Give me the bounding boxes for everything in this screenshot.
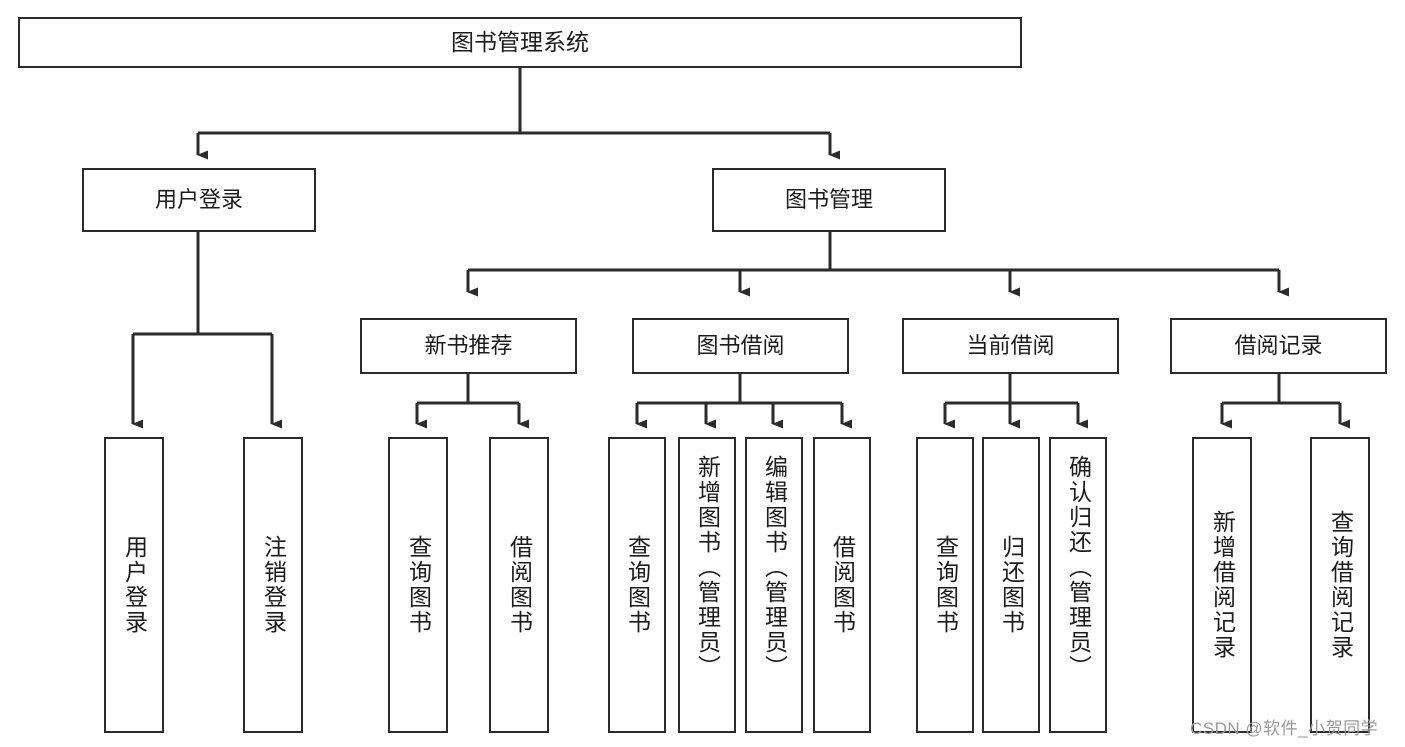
node-current-borrow[interactable]: 当前借阅 — [902, 318, 1119, 374]
node-book-management-label: 图书管理 — [784, 187, 873, 213]
node-leaf-add-record-label: 新增借阅记录 — [1209, 510, 1236, 660]
node-borrow-record-label: 借阅记录 — [1234, 333, 1323, 359]
node-leaf-confirm-return[interactable]: 确认归还（管理员） — [1049, 437, 1107, 733]
node-new-book-recommend-label: 新书推荐 — [424, 333, 513, 359]
node-leaf-edit-book[interactable]: 编辑图书（管理员） — [745, 437, 803, 733]
node-current-borrow-label: 当前借阅 — [966, 333, 1055, 359]
node-leaf-query-book-3-label: 查询图书 — [932, 535, 959, 635]
node-leaf-query-book-2[interactable]: 查询图书 — [608, 437, 666, 733]
node-user-login[interactable]: 用户登录 — [82, 168, 316, 232]
node-leaf-borrow-book-1[interactable]: 借阅图书 — [489, 437, 549, 733]
node-leaf-user-login-label: 用户登录 — [121, 535, 148, 635]
node-new-book-recommend[interactable]: 新书推荐 — [360, 318, 577, 374]
node-root[interactable]: 图书管理系统 — [18, 17, 1022, 68]
node-leaf-query-record-label: 查询借阅记录 — [1327, 510, 1354, 660]
node-leaf-query-book-1[interactable]: 查询图书 — [388, 437, 448, 733]
node-book-borrow-label: 图书借阅 — [696, 333, 785, 359]
node-leaf-query-record[interactable]: 查询借阅记录 — [1310, 437, 1370, 733]
node-leaf-add-book[interactable]: 新增图书（管理员） — [678, 437, 736, 733]
node-leaf-borrow-book-1-label: 借阅图书 — [506, 535, 533, 635]
node-leaf-add-record[interactable]: 新增借阅记录 — [1192, 437, 1252, 733]
node-leaf-borrow-book-2-label: 借阅图书 — [829, 535, 856, 635]
node-user-login-label: 用户登录 — [154, 187, 243, 213]
node-leaf-borrow-book-2[interactable]: 借阅图书 — [813, 437, 871, 733]
node-leaf-query-book-1-label: 查询图书 — [405, 535, 432, 635]
node-leaf-edit-book-label: 编辑图书（管理员） — [761, 455, 788, 680]
node-book-management[interactable]: 图书管理 — [712, 168, 946, 232]
node-leaf-logout-login[interactable]: 注销登录 — [243, 437, 303, 733]
node-book-borrow[interactable]: 图书借阅 — [632, 318, 849, 374]
node-leaf-confirm-return-label: 确认归还（管理员） — [1065, 455, 1092, 680]
node-borrow-record[interactable]: 借阅记录 — [1170, 318, 1387, 374]
node-root-label: 图书管理系统 — [451, 28, 589, 55]
node-leaf-add-book-label: 新增图书（管理员） — [694, 455, 721, 680]
node-leaf-return-book-label: 归还图书 — [998, 535, 1025, 635]
node-leaf-query-book-2-label: 查询图书 — [624, 535, 651, 635]
node-leaf-query-book-3[interactable]: 查询图书 — [916, 437, 974, 733]
node-leaf-return-book[interactable]: 归还图书 — [982, 437, 1040, 733]
node-leaf-user-login[interactable]: 用户登录 — [104, 437, 164, 733]
csdn-watermark: CSDN @软件_小贺同学 — [1190, 719, 1379, 738]
node-leaf-logout-login-label: 注销登录 — [260, 535, 287, 635]
